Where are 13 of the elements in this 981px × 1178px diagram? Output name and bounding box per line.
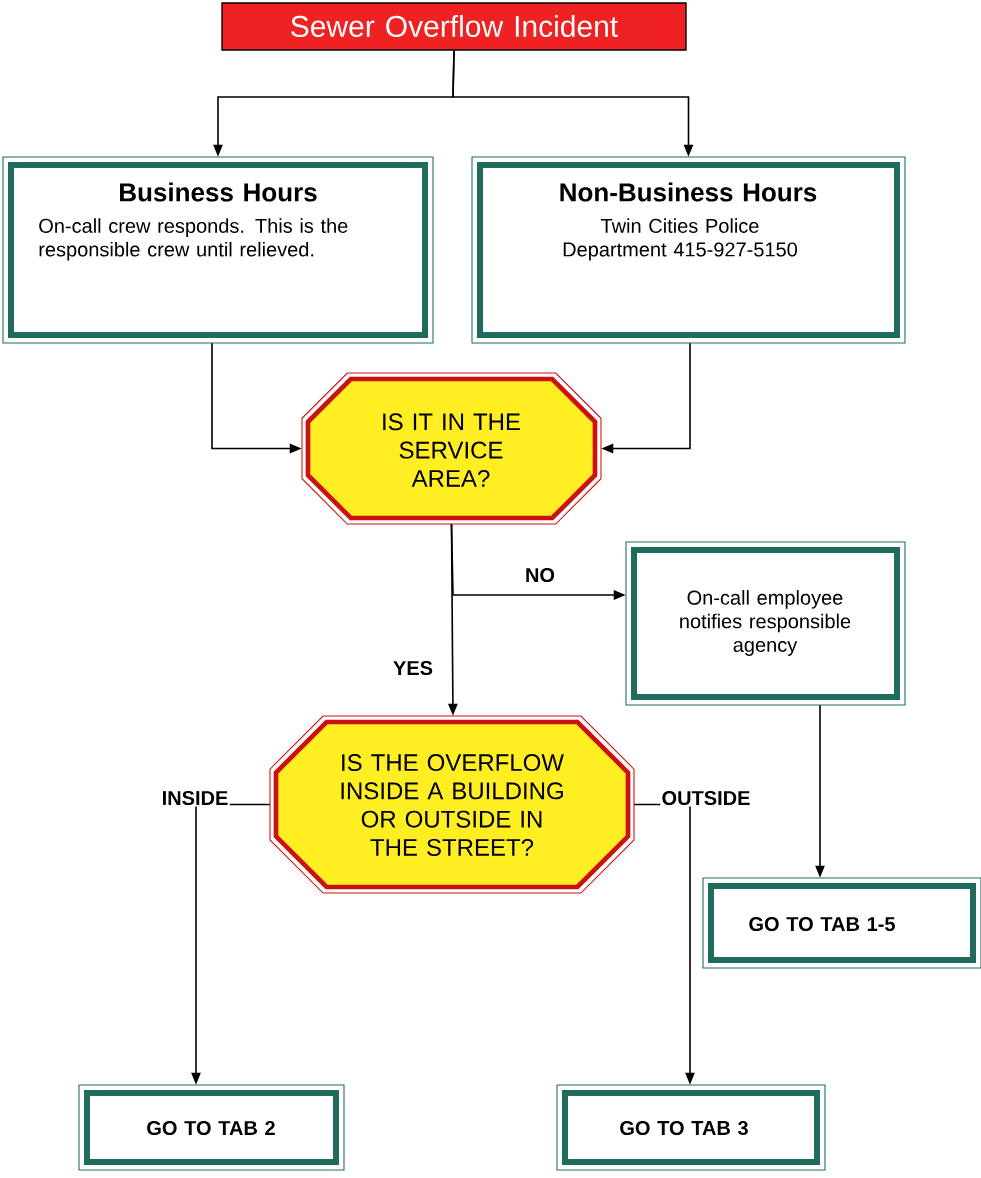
edge-label: NO — [523, 566, 557, 584]
edge-label: INSIDE — [160, 789, 230, 807]
title-box: Sewer Overflow Incident — [221, 2, 687, 51]
edge-label: YES — [391, 659, 435, 677]
decision-octagon: IS IT IN THE SERVICE AREA? — [301, 372, 602, 525]
process-box: GO TO TAB 3 — [556, 1084, 826, 1171]
process-box: GO TO TAB 1-5 — [702, 877, 981, 969]
process-box: Non-Business Hours Twin Cities Police Department 415-927-5150 — [471, 156, 906, 344]
decision-octagon: IS THE OVERFLOW INSIDE A BUILDING OR OUTSIDE IN THE STREET? — [269, 715, 635, 894]
process-box: GO TO TAB 2 — [78, 1084, 345, 1171]
process-box: On-call employee notifies responsible agency — [625, 541, 906, 706]
process-box: Business Hours On-call crew responds. This is the responsible crew until relieved. — [2, 156, 434, 344]
edge-label: OUTSIDE — [660, 789, 752, 807]
